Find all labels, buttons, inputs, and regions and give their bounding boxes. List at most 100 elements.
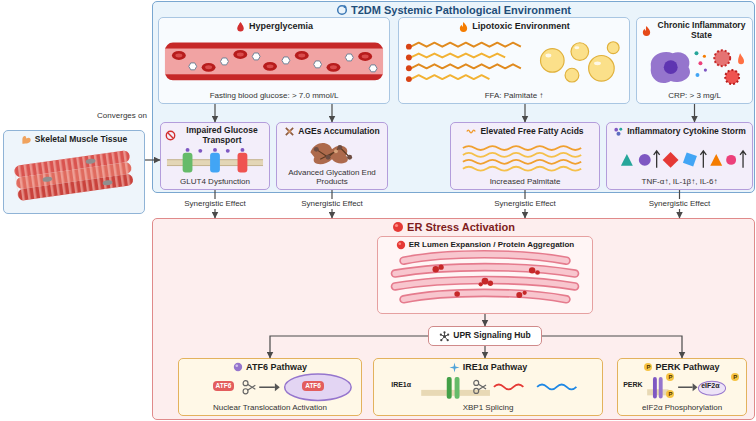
connector-arrow — [331, 190, 332, 218]
mechanism-box: AGEs Accumulation Advanced Glycation End… — [276, 122, 388, 190]
node-caption: Fasting blood glucose: > 7.0 mmol/L — [163, 91, 385, 100]
edge-label: Synergistic Effect — [299, 199, 365, 209]
immune-cell-illustration — [641, 41, 748, 91]
protein-label: ATF6 — [213, 381, 235, 391]
connector-arrow — [484, 346, 485, 358]
connector-arrow — [542, 336, 682, 358]
er-box: ER Lumen Expansion / Protein Aggregation — [377, 236, 593, 314]
node-caption: eIF2α Phosphorylation — [622, 403, 742, 412]
node-title: Lipotoxic Environment — [472, 21, 570, 31]
illustration-area — [165, 146, 265, 177]
phospho-tag: P — [731, 373, 739, 381]
pathway-box: ATF6 Pathway ATF6ATF6Nuclear Translocati… — [178, 358, 362, 416]
node-caption: Increased Palmitate — [455, 177, 595, 186]
flame-icon — [458, 21, 469, 32]
node-heading: AGEs Accumulation — [281, 126, 383, 137]
node-title: IRE1α Pathway — [463, 362, 528, 372]
fatty-acid-icon — [466, 126, 477, 137]
ire1-illustration — [378, 373, 598, 403]
connector-arrow — [214, 104, 215, 122]
node-title: T2DM Systemic Pathological Environment — [351, 4, 571, 17]
node-heading: ATF6 Pathway — [183, 362, 357, 372]
node-heading: Skeletal Muscle Tissue — [8, 134, 140, 145]
lipid-illustration — [403, 32, 625, 91]
protein-label: eIF2α — [701, 381, 719, 390]
mechanism-box: Inflammatory Cytokine Storm TNF-α↑, IL-1… — [606, 122, 753, 190]
arm-icon — [21, 134, 32, 145]
node-heading: Chronic Inflammatory State — [641, 21, 748, 41]
node-heading: Inflammatory Cytokine Storm — [611, 126, 748, 137]
node-caption: FFA: Palmitate ↑ — [403, 91, 625, 100]
flame-icon — [641, 25, 652, 36]
pathway-icon — [233, 362, 243, 372]
edge-label: Synergistic Effect — [647, 199, 713, 209]
node-title: PERK Pathway — [655, 362, 719, 372]
node-heading: T2DM Systemic Pathological Environment — [153, 4, 754, 17]
fatty-acid-illustration — [455, 137, 595, 177]
glycation-icon — [284, 126, 295, 137]
connector-arrow — [331, 104, 332, 122]
illustration-area — [611, 137, 748, 177]
connector-arrow — [484, 314, 485, 326]
node-title: Hyperglycemia — [249, 21, 313, 31]
node-title: ER Stress Activation — [407, 221, 515, 234]
connector-arrow — [214, 190, 215, 218]
edge-label: Synergistic Effect — [492, 199, 558, 209]
illustration-area — [382, 250, 588, 310]
condition-panel: Hyperglycemia Fasting blood glucose: > 7… — [158, 17, 390, 104]
connector-arrow — [145, 159, 160, 160]
node-title: Inflammatory Cytokine Storm — [627, 127, 746, 137]
node-title: Skeletal Muscle Tissue — [35, 135, 127, 145]
illustration-area: ATF6ATF6 — [183, 372, 357, 402]
phospho-tag: P — [666, 373, 674, 381]
node-heading: Impaired Glucose Transport — [165, 126, 265, 146]
node-heading: Lipotoxic Environment — [403, 21, 625, 32]
mechanism-box: Impaired Glucose Transport GLUT4 Dysfunc… — [160, 122, 270, 190]
tissue-box: Skeletal Muscle Tissue — [3, 130, 145, 214]
node-heading: ER Lumen Expansion / Protein Aggregation — [382, 240, 588, 250]
node-heading: Hyperglycemia — [163, 21, 385, 32]
node-heading: Elevated Free Fatty Acids — [455, 126, 595, 137]
condition-panel: Chronic Inflammatory State CRP: > 3 mg/L — [636, 17, 753, 104]
node-caption: XBP1 Splicing — [378, 403, 598, 412]
node-caption: GLUT4 Dysfunction — [165, 177, 265, 186]
node-title: Elevated Free Fatty Acids — [480, 127, 583, 137]
transporter-illustration — [165, 146, 265, 177]
node-title: ER Lumen Expansion / Protein Aggregation — [409, 240, 575, 249]
illustration-area — [281, 137, 383, 168]
atf6-illustration — [183, 372, 357, 402]
protein-label: IRE1α — [391, 380, 411, 389]
environment-panel: T2DM Systemic Pathological EnvironmentHy… — [152, 1, 755, 193]
node-heading: UPR Signaling Hub — [433, 331, 537, 342]
node-caption: Nuclear Translocation Activation — [183, 403, 357, 412]
cycle-icon — [336, 4, 348, 16]
phospho-tag: P — [666, 390, 674, 398]
node-title: UPR Signaling Hub — [453, 331, 530, 341]
er-illustration — [382, 250, 588, 310]
no-sign-icon — [165, 130, 176, 141]
hub-box: UPR Signaling Hub — [428, 326, 542, 346]
illustration-area — [455, 137, 595, 177]
sparkle-icon — [449, 362, 460, 373]
illustration-area: IRE1α — [378, 373, 598, 403]
node-title: AGEs Accumulation — [298, 127, 379, 137]
node-heading: IRE1α Pathway — [378, 362, 598, 373]
glycation-product-illustration — [281, 137, 383, 168]
pathway-box: IRE1α Pathway IRE1αXBP1 Splicing — [373, 358, 603, 416]
pathway-box: PPERK Pathway PERKeIF2αPPPeIF2α Phosphor… — [617, 358, 747, 416]
phospho-tag: P — [644, 363, 652, 371]
mechanism-box: Elevated Free Fatty Acids Increased Palm… — [450, 122, 600, 190]
alert-dot-icon — [396, 240, 406, 250]
node-heading: PPERK Pathway — [622, 362, 742, 372]
node-heading: ER Stress Activation — [153, 221, 754, 234]
illustration-area — [163, 32, 385, 91]
node-title: Impaired Glucose Transport — [179, 126, 265, 146]
stress-panel: ER Stress Activation ER Lumen Expansion /… — [152, 218, 755, 420]
connector-arrow — [694, 104, 695, 122]
connector-arrow — [524, 104, 525, 122]
connector-arrow — [679, 190, 680, 218]
drop-icon — [235, 21, 246, 32]
alert-dot-icon — [392, 221, 404, 233]
